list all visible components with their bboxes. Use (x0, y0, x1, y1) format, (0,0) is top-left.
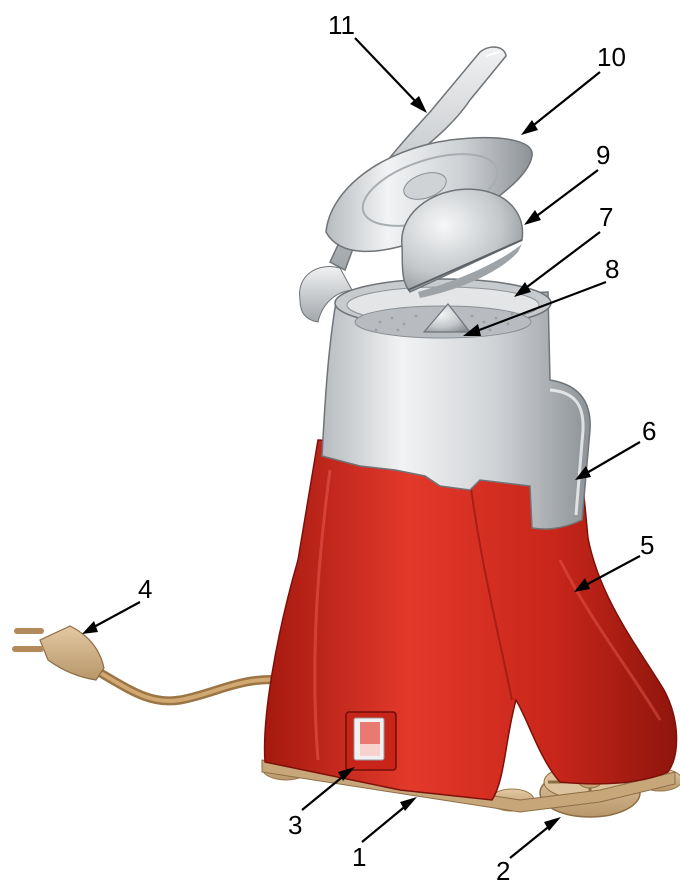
plug-prong-bottom (12, 646, 44, 652)
callout-4: 4 (138, 574, 152, 604)
power-plug (12, 626, 104, 680)
leader-2 (510, 824, 552, 858)
leader-7 (523, 232, 600, 290)
callout-6: 6 (642, 416, 656, 446)
callout-8: 8 (605, 254, 619, 284)
callout-1: 1 (352, 842, 366, 872)
callout-3: 3 (288, 810, 302, 840)
plug-prong-top (14, 628, 44, 634)
leader-9 (534, 170, 598, 218)
leader-1 (362, 804, 408, 842)
callout-2: 2 (496, 856, 510, 881)
leader-10 (530, 72, 600, 128)
callout-7: 7 (599, 202, 613, 232)
power-switch[interactable] (346, 712, 396, 770)
power-cord (92, 668, 285, 701)
callout-5: 5 (640, 530, 654, 560)
leader-4 (92, 602, 140, 628)
callout-11: 11 (328, 10, 355, 40)
leader-11 (355, 38, 418, 104)
callout-10: 10 (597, 42, 626, 72)
callout-9: 9 (596, 140, 610, 170)
leader-6 (585, 442, 640, 474)
